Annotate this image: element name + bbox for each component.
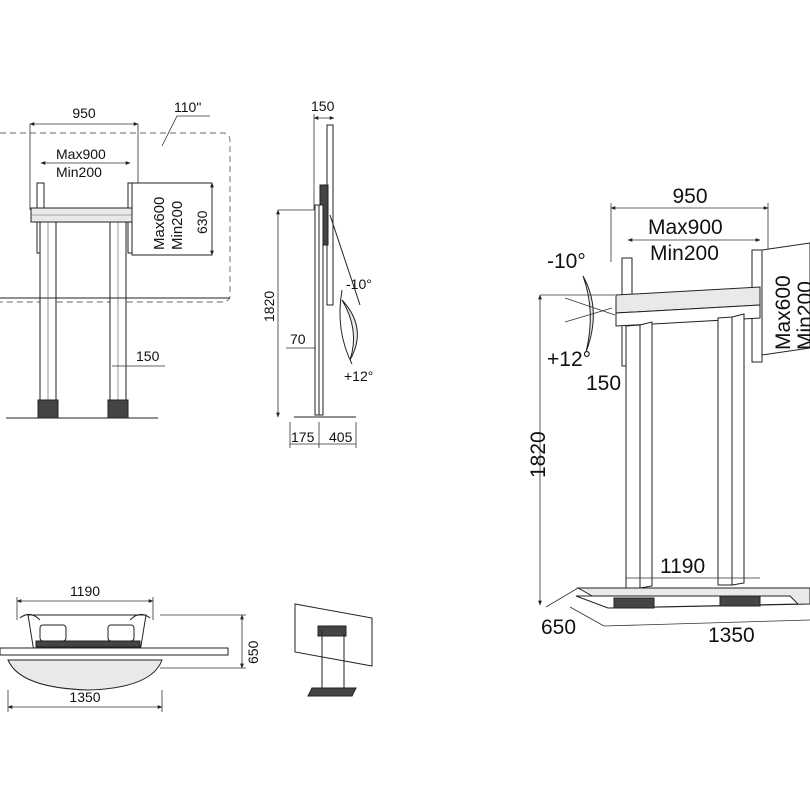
mini-base xyxy=(307,687,357,697)
top-view: 1190 650 1350 xyxy=(0,583,261,712)
front-bracket-height-label: 630 xyxy=(194,210,210,234)
mini-perspective xyxy=(294,603,373,697)
iso-vesa-min-label: Min200 xyxy=(650,242,719,265)
screen-outline xyxy=(0,132,231,303)
front-pole-spacing-label: 150 xyxy=(136,348,160,364)
front-width-label: 950 xyxy=(72,105,96,121)
front-vesa-height-max-label: Max600 xyxy=(151,197,168,250)
side-offset-label: 70 xyxy=(290,331,306,347)
front-vesa-height-min-label: Min200 xyxy=(169,201,186,250)
iso-height-label: 1820 xyxy=(527,431,550,478)
front-foot-left xyxy=(37,399,59,419)
top-screen-bar xyxy=(0,647,229,656)
iso-view: 950 Max900 Min200 -10° +12° 150 1820 Max… xyxy=(527,185,810,647)
top-depth-label: 650 xyxy=(245,640,261,664)
side-view: 150 -10° +12° 1820 70 175 405 xyxy=(261,98,373,448)
iso-offset-label: 150 xyxy=(586,372,621,395)
top-base-outer xyxy=(7,659,163,691)
front-bracket-plate xyxy=(131,182,213,256)
top-bracket-right xyxy=(107,624,135,642)
iso-vesa-height-min-label: Min200 xyxy=(794,281,810,350)
side-tilt-down-label: +12° xyxy=(344,368,373,384)
side-base-back-label: 405 xyxy=(329,429,353,445)
iso-tilt-down-label: +12° xyxy=(547,348,591,371)
iso-depth-label: 650 xyxy=(541,616,576,639)
iso-foot-right xyxy=(719,595,761,607)
top-outer-width-label: 1350 xyxy=(69,689,100,705)
iso-vesa-max-label: Max900 xyxy=(648,216,723,239)
iso-foot-left xyxy=(613,597,655,609)
iso-width-label: 950 xyxy=(672,185,707,208)
front-view: 110" 950 Max900 Min200 Max600 Min200 630 xyxy=(0,99,231,419)
top-inner-width-label: 1190 xyxy=(70,583,100,599)
iso-pole-right xyxy=(717,316,733,586)
iso-inner-width-label: 1190 xyxy=(660,555,705,578)
front-vesa-max-label: Max900 xyxy=(56,146,106,162)
side-base-front-label: 175 xyxy=(291,429,315,445)
side-height-label: 1820 xyxy=(261,291,277,322)
iso-tilt-up-label: -10° xyxy=(547,250,586,273)
screen-size-label: 110" xyxy=(174,99,201,115)
side-depth-top-label: 150 xyxy=(311,98,335,114)
front-vesa-min-label: Min200 xyxy=(56,164,102,180)
top-bracket-left xyxy=(39,624,67,642)
iso-side-plate xyxy=(761,242,810,356)
side-tilt-up-label: -10° xyxy=(346,276,372,292)
iso-vesa-height-max-label: Max600 xyxy=(772,275,795,350)
top-crossbar xyxy=(35,640,141,648)
iso-pole-left xyxy=(625,324,641,589)
iso-outer-width-label: 1350 xyxy=(708,624,755,647)
front-foot-right xyxy=(107,399,129,419)
mini-bracket xyxy=(317,625,347,637)
